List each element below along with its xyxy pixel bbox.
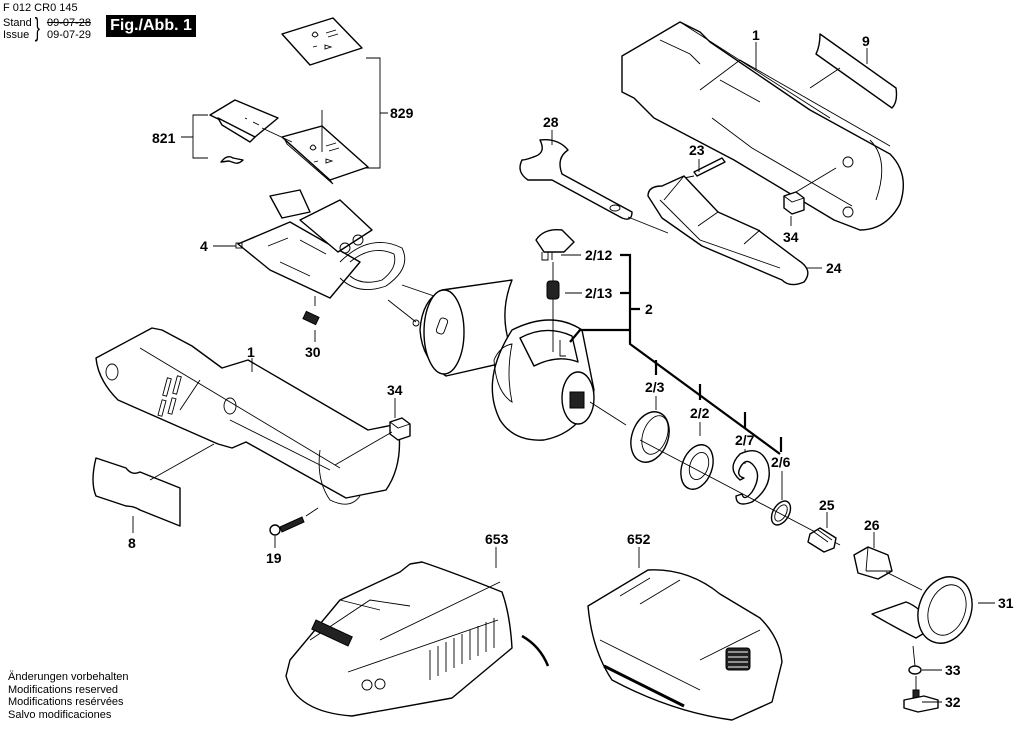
label-4: 4 [200,238,208,254]
label-652: 652 [627,531,651,547]
figure-label: Fig./Abb. 1 [106,15,196,37]
part-23-pin[interactable] [693,157,726,177]
modifications-notice: Änderungen vorbehalten Modifications res… [8,671,128,721]
part-2-13-spring[interactable] [546,280,560,300]
label-2-12: 2/12 [585,247,612,263]
label-32: 32 [945,694,961,710]
part-1-housing-right[interactable] [621,21,904,231]
part-31-guide-attachment[interactable] [871,569,981,651]
part-652-battery-pack[interactable] [587,569,783,721]
label-8: 8 [128,535,136,551]
label-821: 821 [152,130,176,146]
part-821-clip[interactable] [220,155,244,164]
part-19-screw[interactable] [269,516,305,536]
part-28-wrench[interactable] [519,139,633,220]
part-2-12-cap[interactable] [535,229,575,261]
part-34-carbon-brush-top[interactable] [783,191,805,215]
part-9-label-sticker[interactable] [815,33,898,109]
label-9: 9 [862,33,870,49]
part-653-charger[interactable] [285,561,550,717]
part-829-label-plate-bottom[interactable] [281,125,369,185]
label-30: 30 [305,344,321,360]
part-2-6-ring[interactable] [768,498,795,529]
part-2-3-bearing-sleeve[interactable] [624,406,676,467]
label-31: 31 [998,595,1014,611]
label-19: 19 [266,550,282,566]
label-28: 28 [543,114,559,130]
notice-german: Änderungen vorbehalten [8,671,129,683]
label-26: 26 [864,517,880,533]
label-1-top: 1 [752,27,760,43]
part-2-7-circlip[interactable] [732,450,770,505]
notice-english: Modifications reserved [8,683,119,696]
part-821-switch-cover[interactable] [209,99,279,143]
label-34-top: 34 [783,229,799,245]
brace-symbol: } [34,12,40,42]
label-25: 25 [819,497,835,513]
issue-label: Issue [3,29,30,41]
part-32-thumb-screw[interactable] [903,689,939,713]
label-2: 2 [645,301,653,317]
part-24-lever[interactable] [647,175,809,286]
part-25-collet[interactable] [807,527,837,553]
label-2-6: 2/6 [771,454,791,470]
stand-label: Stand [3,17,32,29]
label-24: 24 [826,260,842,276]
stand-date-struck: 09-07-28 [47,17,92,29]
part-8-label-sticker[interactable] [92,457,181,527]
label-33: 33 [945,662,961,678]
issue-date: 09-07-29 [47,29,92,41]
part-2-gear-head[interactable] [491,319,595,441]
part-4-switch-module[interactable] [235,189,406,299]
label-34-left: 34 [387,382,403,398]
label-2-13: 2/13 [585,285,612,301]
part-2-2-bearing[interactable] [675,440,719,493]
part-motor[interactable] [412,279,517,377]
part-34-carbon-brush-left[interactable] [389,417,411,441]
label-2-3: 2/3 [645,379,665,395]
notice-french: Modifications resérvées [8,696,124,708]
label-829: 829 [390,105,414,121]
label-1-left: 1 [247,344,255,360]
part-1-housing-left[interactable] [95,327,401,505]
part-26-collet-nut[interactable] [853,546,893,580]
label-653: 653 [485,531,509,547]
document-number: F 012 CR0 145 [3,2,78,14]
label-2-7: 2/7 [735,432,755,448]
part-829-label-plate-top[interactable] [281,17,363,66]
notice-spanish: Salvo modificaciones [8,708,112,721]
part-30-spring[interactable] [302,310,320,326]
label-2-2: 2/2 [690,405,710,421]
part-33-washer[interactable] [908,665,922,675]
label-23: 23 [689,142,705,158]
